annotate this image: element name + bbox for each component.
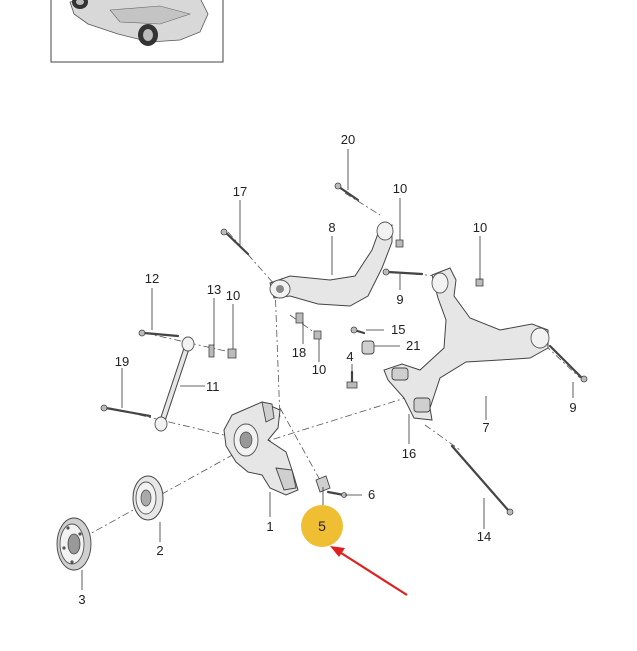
callout-3[interactable]: 3 bbox=[78, 592, 85, 607]
callout-17[interactable]: 17 bbox=[233, 184, 247, 199]
bolt-14[interactable] bbox=[450, 444, 514, 516]
callout-21[interactable]: 21 bbox=[406, 338, 420, 353]
callout-1[interactable]: 1 bbox=[266, 519, 273, 534]
lower-control-arm-icon[interactable] bbox=[383, 267, 550, 421]
callout-4[interactable]: 4 bbox=[346, 349, 353, 364]
nut-10-mid[interactable] bbox=[313, 330, 322, 340]
car-thumbnail-icon bbox=[69, 0, 209, 46]
bolt-20[interactable] bbox=[334, 182, 360, 202]
callout-9-upper[interactable]: 9 bbox=[396, 292, 403, 307]
nut-10-right[interactable] bbox=[475, 278, 484, 287]
washer-13[interactable] bbox=[208, 344, 215, 358]
bolt-9-lower[interactable] bbox=[548, 344, 588, 383]
callout-10-top[interactable]: 10 bbox=[393, 181, 407, 196]
callout-14[interactable]: 14 bbox=[477, 529, 491, 544]
callout-18[interactable]: 18 bbox=[292, 345, 306, 360]
callout-6[interactable]: 6 bbox=[368, 487, 375, 502]
wheel-hub-icon[interactable] bbox=[56, 517, 92, 571]
highlight-marker-5[interactable]: 5 bbox=[301, 505, 343, 547]
callout-13[interactable]: 13 bbox=[207, 282, 221, 297]
bolt-12[interactable] bbox=[138, 329, 180, 338]
tie-rod-icon[interactable] bbox=[154, 336, 195, 432]
callout-9-lower[interactable]: 9 bbox=[569, 400, 576, 415]
bolt-6[interactable] bbox=[326, 490, 347, 498]
upper-control-arm-icon[interactable] bbox=[269, 221, 394, 307]
red-arrow-icon bbox=[330, 546, 408, 596]
callout-11[interactable]: 11 bbox=[206, 379, 220, 394]
callouts: 20 17 10 8 10 9 12 13 10 18 10 15 21 4 1… bbox=[78, 132, 576, 607]
callout-12[interactable]: 12 bbox=[145, 271, 159, 286]
callout-8[interactable]: 8 bbox=[328, 220, 335, 235]
wheel-bearing-icon[interactable] bbox=[132, 475, 164, 521]
washer-18[interactable] bbox=[295, 312, 304, 324]
callout-10-right[interactable]: 10 bbox=[473, 220, 487, 235]
callout-16[interactable]: 16 bbox=[402, 446, 416, 461]
bushing-21[interactable] bbox=[361, 340, 375, 355]
bolt-19[interactable] bbox=[100, 404, 152, 418]
bolt-15[interactable] bbox=[350, 326, 366, 335]
leader-lines bbox=[81, 149, 574, 590]
callout-10-mid[interactable]: 10 bbox=[312, 362, 326, 377]
nut-10-top[interactable] bbox=[395, 239, 404, 248]
wheel-carrier-icon[interactable] bbox=[223, 401, 299, 496]
callout-10-left[interactable]: 10 bbox=[226, 288, 240, 303]
nut-10-left[interactable] bbox=[227, 348, 237, 359]
bolt-9-upper[interactable] bbox=[382, 268, 424, 276]
highlight-circle bbox=[301, 505, 343, 547]
callout-2[interactable]: 2 bbox=[156, 543, 163, 558]
callout-19[interactable]: 19 bbox=[115, 354, 129, 369]
callout-15[interactable]: 15 bbox=[391, 322, 405, 337]
car-thumbnail[interactable] bbox=[50, 0, 224, 63]
clip-5[interactable] bbox=[315, 475, 331, 493]
bolt-4[interactable] bbox=[346, 370, 358, 389]
callout-7[interactable]: 7 bbox=[482, 420, 489, 435]
callout-5[interactable]: 5 bbox=[318, 518, 326, 534]
bolt-17[interactable] bbox=[220, 228, 250, 256]
callout-20[interactable]: 20 bbox=[341, 132, 355, 147]
